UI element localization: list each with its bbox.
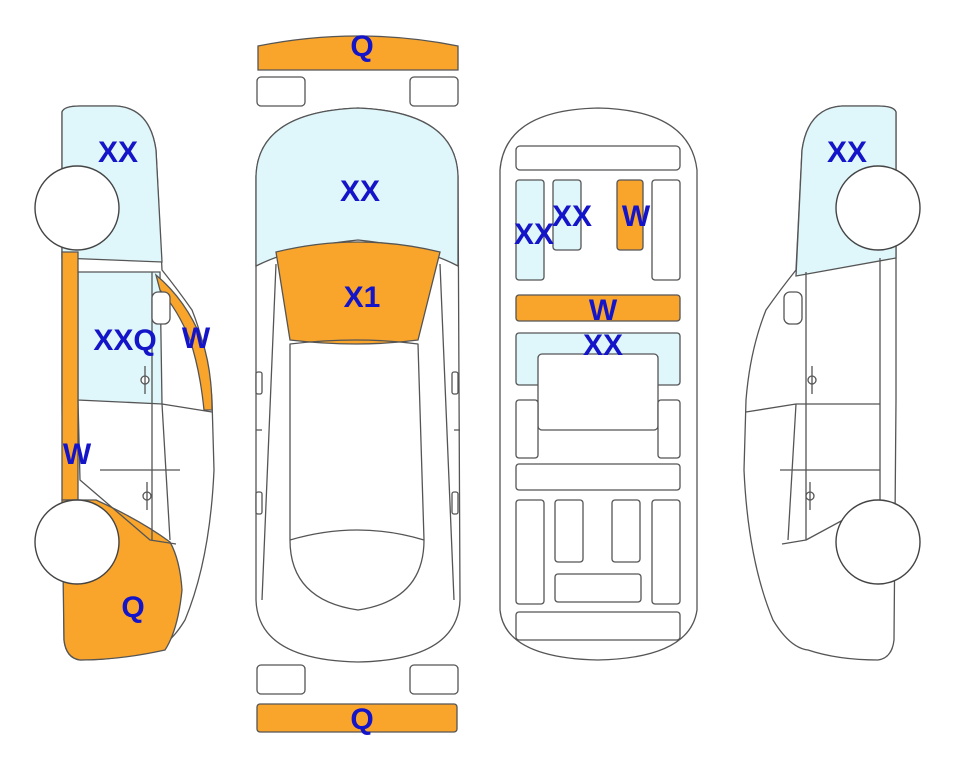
rear-seat-c2 [611,499,641,563]
interior-left-panel-1 [515,179,545,281]
top-view [255,35,461,733]
left-door-handle-2-icon [142,482,152,510]
left-mirror-top-2 [255,491,263,515]
rear-seat-right [651,499,681,605]
left-rear-wheel [34,165,120,251]
right-door-lines [745,258,881,545]
trunk-bar [515,611,681,641]
rear-right-light [409,664,459,695]
rear-bumper [256,703,458,733]
right-mirror-top [451,371,459,395]
label-right-rear-window: XX [827,136,867,169]
right-door-handle-icon [807,366,817,394]
left-door-lines [77,272,213,545]
label-windshield: XX [340,175,380,208]
left-door-handle-icon [140,366,150,394]
interior-right-side-panel [651,179,681,281]
rear-seat-left [515,499,545,605]
interior-bar [515,294,681,322]
right-mirror [783,291,803,325]
right-side-view [743,105,921,661]
rear-left-light [256,664,306,695]
interior-row-1 [515,399,539,459]
label-hood: X1 [344,281,381,314]
label-interior-left-1: XX [514,218,554,251]
rear-console [554,573,642,603]
left-mirror-top [255,371,263,395]
right-rear-wheel [835,165,921,251]
dashboard [515,145,681,171]
interior-row-1-right [657,399,681,459]
interior-left-panel-2 [552,179,582,251]
left-front-wheel [34,499,120,585]
rear-seat-c1 [554,499,584,563]
interior-right-panel [616,179,644,251]
left-side-view [34,105,215,661]
label-interior-right: W [622,200,651,233]
left-a-pillar [154,273,213,411]
label-left-rocker: W [63,438,92,471]
left-mirror [151,291,171,325]
label-interior-panel: XX [583,329,623,362]
label-interior-bar: W [589,294,618,327]
right-door-handle-2-icon [805,482,815,510]
interior-outline [499,107,698,661]
front-right-light [409,76,459,107]
interior-center-box [537,353,659,431]
interior-bar-2 [515,463,681,491]
label-left-rear-window: XX [98,136,138,169]
front-left-light [256,76,306,107]
label-left-a-pillar: W [182,322,211,355]
label-front-bumper: Q [350,30,373,63]
right-front-wheel [835,499,921,585]
label-interior-left-2: XX [552,200,592,233]
hood [275,241,441,345]
right-mirror-top-2 [451,491,459,515]
label-left-front-fender: Q [121,591,144,624]
front-bumper [257,35,459,71]
top-cabin-lines [256,263,460,611]
damage-labels: Q XX X1 Q XX XXQ W W Q XX XX W W XX XX [63,30,867,736]
interior-view [499,107,698,661]
label-left-front-window: XXQ [93,324,156,357]
label-rear-bumper: Q [350,703,373,736]
